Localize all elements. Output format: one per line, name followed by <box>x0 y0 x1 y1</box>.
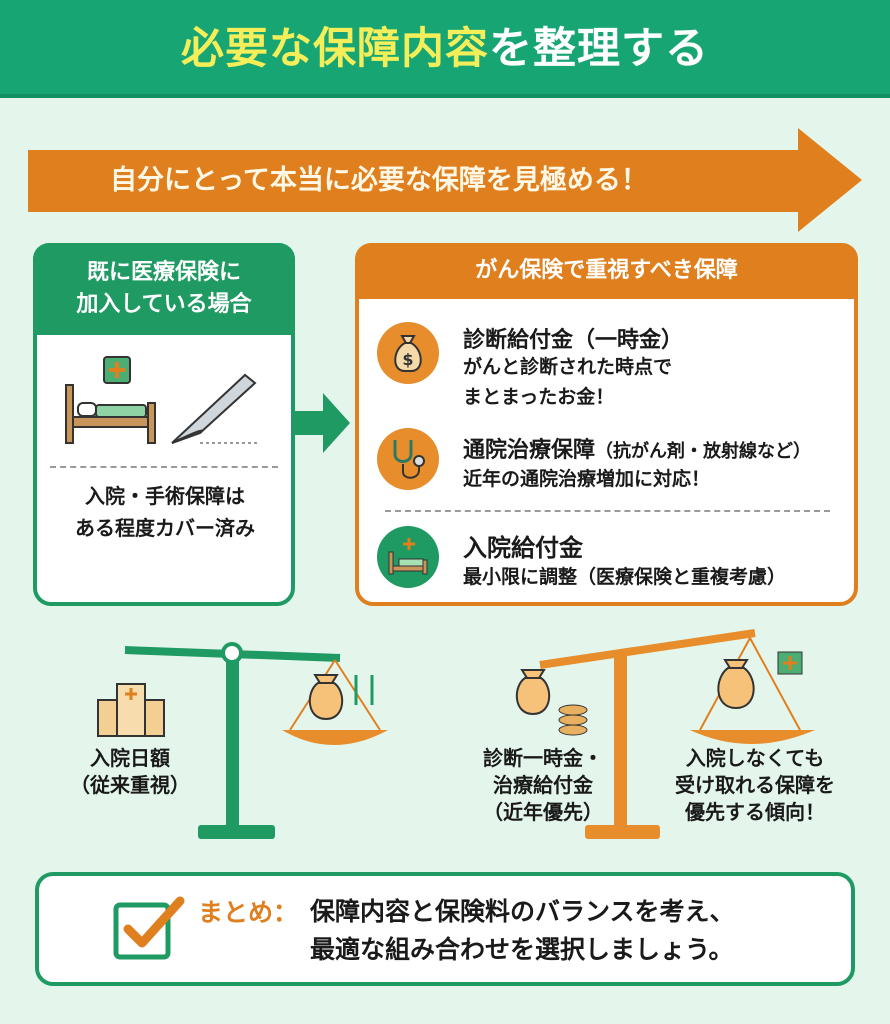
item-title: 通院治療保障 <box>463 438 596 463</box>
left-panel-heading: 既に医療保険に 加入している場合 <box>33 243 295 335</box>
label-line: （従来重視） <box>70 773 190 797</box>
item-title-row: 通院治療保障（抗がん剤・放射線など） <box>463 432 811 464</box>
item-desc: 最小限に調整（医療保険と重複考慮） <box>463 566 787 588</box>
header-banner: 必要な保障内容を整理する <box>0 0 890 98</box>
summary-line: 最適な組み合わせを選択しましょう。 <box>310 935 734 964</box>
orange-arrow <box>28 128 862 232</box>
label-line: 入院日額 <box>90 746 170 770</box>
caption-line: 入院・手術保障は <box>85 484 245 508</box>
stethoscope-icon <box>377 428 439 490</box>
label-line: 受け取れる保障を <box>675 773 835 797</box>
caption-line: ある程度カバー済み <box>75 516 255 540</box>
label-line: （近年優先） <box>483 800 603 824</box>
summary-box <box>35 872 855 986</box>
item-title: 診断給付金（一時金） <box>463 328 684 353</box>
scale-right-label: 入院しなくても 受け取れる保障を 優先する傾向！ <box>655 745 855 826</box>
scale-mid-label: 診断一時金・ 治療給付金 （近年優先） <box>468 745 618 826</box>
left-panel-caption: 入院・手術保障は ある程度カバー済み <box>40 480 290 544</box>
summary-label: まとめ： <box>198 898 299 927</box>
heading-line: 既に医療保険に <box>86 260 241 285</box>
label-line: 治療給付金 <box>493 773 593 797</box>
item-desc: まとまったお金！ <box>463 386 615 408</box>
scale-left-label: 入院日額 （従来重視） <box>60 745 200 799</box>
divider <box>385 510 830 512</box>
label-line: 入院しなくても <box>685 746 825 770</box>
label-line: 優先する傾向！ <box>685 800 825 824</box>
item-title-note: （抗がん剤・放射線など） <box>595 441 812 462</box>
item-desc: がんと診断された時点で <box>463 356 673 378</box>
money-bag-icon: $ <box>377 322 439 384</box>
green-arrow-icon <box>295 393 350 453</box>
title-rest: を整理する <box>489 24 709 74</box>
right-panel-heading: がん保険で重視すべき保障 <box>355 243 858 299</box>
hospital-bed-icon <box>377 526 439 588</box>
summary-line: 保障内容と保険料のバランスを考え、 <box>310 897 735 926</box>
summary-text: 保障内容と保険料のバランスを考え、 最適な組み合わせを選択しましょう。 <box>310 893 735 969</box>
hospital-icon <box>97 683 165 737</box>
scalpel-icon <box>171 373 260 444</box>
hospital-bed-icon <box>65 356 260 444</box>
banner-text: 自分にとって本当に必要な保障を見極める！ <box>110 165 648 196</box>
heading-line: 加入している場合 <box>76 292 252 317</box>
checkbox-check-icon <box>113 896 185 960</box>
title-highlight: 必要な保障内容 <box>181 24 489 74</box>
divider <box>50 466 278 468</box>
right-panel <box>355 243 858 606</box>
page-title: 必要な保障内容を整理する <box>0 0 890 98</box>
label-line: 診断一時金・ <box>483 746 603 770</box>
orange-scale <box>515 629 815 839</box>
item-title: 入院給付金 <box>463 534 583 562</box>
svg-text:$: $ <box>402 350 413 369</box>
item-desc: 近年の通院治療増加に対応！ <box>463 468 711 490</box>
balance-scales <box>97 629 815 839</box>
green-scale <box>124 642 388 839</box>
